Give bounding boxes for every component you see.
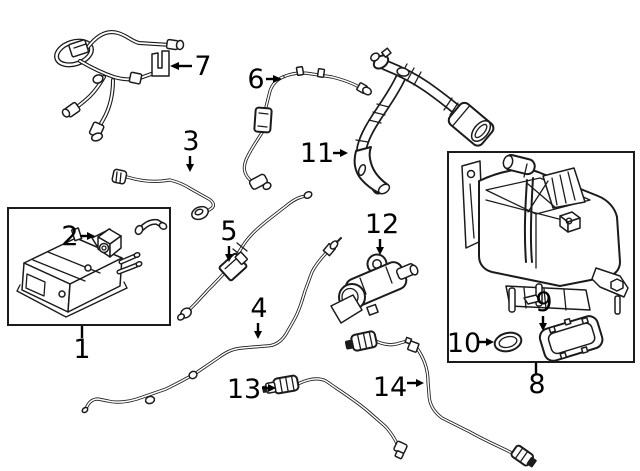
callout-1: 1 (73, 326, 91, 365)
callout-14-label: 14 (373, 372, 407, 403)
group-box-8 (447, 151, 635, 363)
callout-10: 10 (447, 328, 494, 359)
callout-12: 12 (365, 209, 399, 255)
part-1-canister-art (16, 227, 143, 318)
callout-6: 6 (247, 64, 282, 95)
callout-3: 3 (182, 126, 200, 172)
callout-11: 11 (300, 138, 348, 169)
part-1-box (7, 207, 171, 326)
part-14-sensor-art (344, 330, 537, 468)
part-5-tube-art (176, 190, 313, 321)
callout-2-label: 2 (61, 221, 78, 252)
elbow-fitting-art (134, 222, 168, 236)
part-8-box (447, 151, 635, 363)
callout-5-label: 5 (220, 216, 237, 247)
callout-7-label: 7 (194, 51, 211, 82)
group-box-1 (7, 207, 171, 326)
callout-10-label: 10 (447, 328, 481, 359)
part-11-hose-art (353, 47, 495, 195)
callout-11-label: 11 (300, 138, 334, 169)
part-3-tube-art (111, 168, 215, 221)
callout-3-label: 3 (182, 126, 199, 157)
part-4-tube-art (81, 237, 342, 414)
callout-1-label: 1 (73, 334, 90, 365)
callout-13-label: 13 (227, 374, 261, 405)
callout-8: 8 (528, 363, 546, 400)
callout-9-label: 9 (535, 287, 552, 318)
callout-2: 2 (61, 221, 95, 252)
part-12-valve-art (330, 253, 419, 324)
callout-14: 14 (373, 372, 424, 403)
callout-9: 9 (535, 287, 553, 331)
part-8-canister-assembly-art (461, 154, 629, 315)
callout-6-label: 6 (247, 64, 264, 95)
callout-8-label: 8 (528, 369, 545, 400)
callout-13: 13 (227, 374, 276, 405)
callout-4-label: 4 (250, 293, 267, 324)
part-6-tube-art (242, 65, 373, 191)
part-7-wiring-harness-art (54, 30, 185, 142)
callout-4: 4 (250, 293, 268, 339)
callout-7: 7 (170, 51, 212, 82)
callout-5: 5 (220, 216, 238, 262)
part-10-seal-art (493, 331, 523, 353)
callout-12-label: 12 (365, 209, 399, 240)
part-9-gasket-art (538, 315, 604, 362)
part-2-bracket-art (97, 228, 122, 258)
